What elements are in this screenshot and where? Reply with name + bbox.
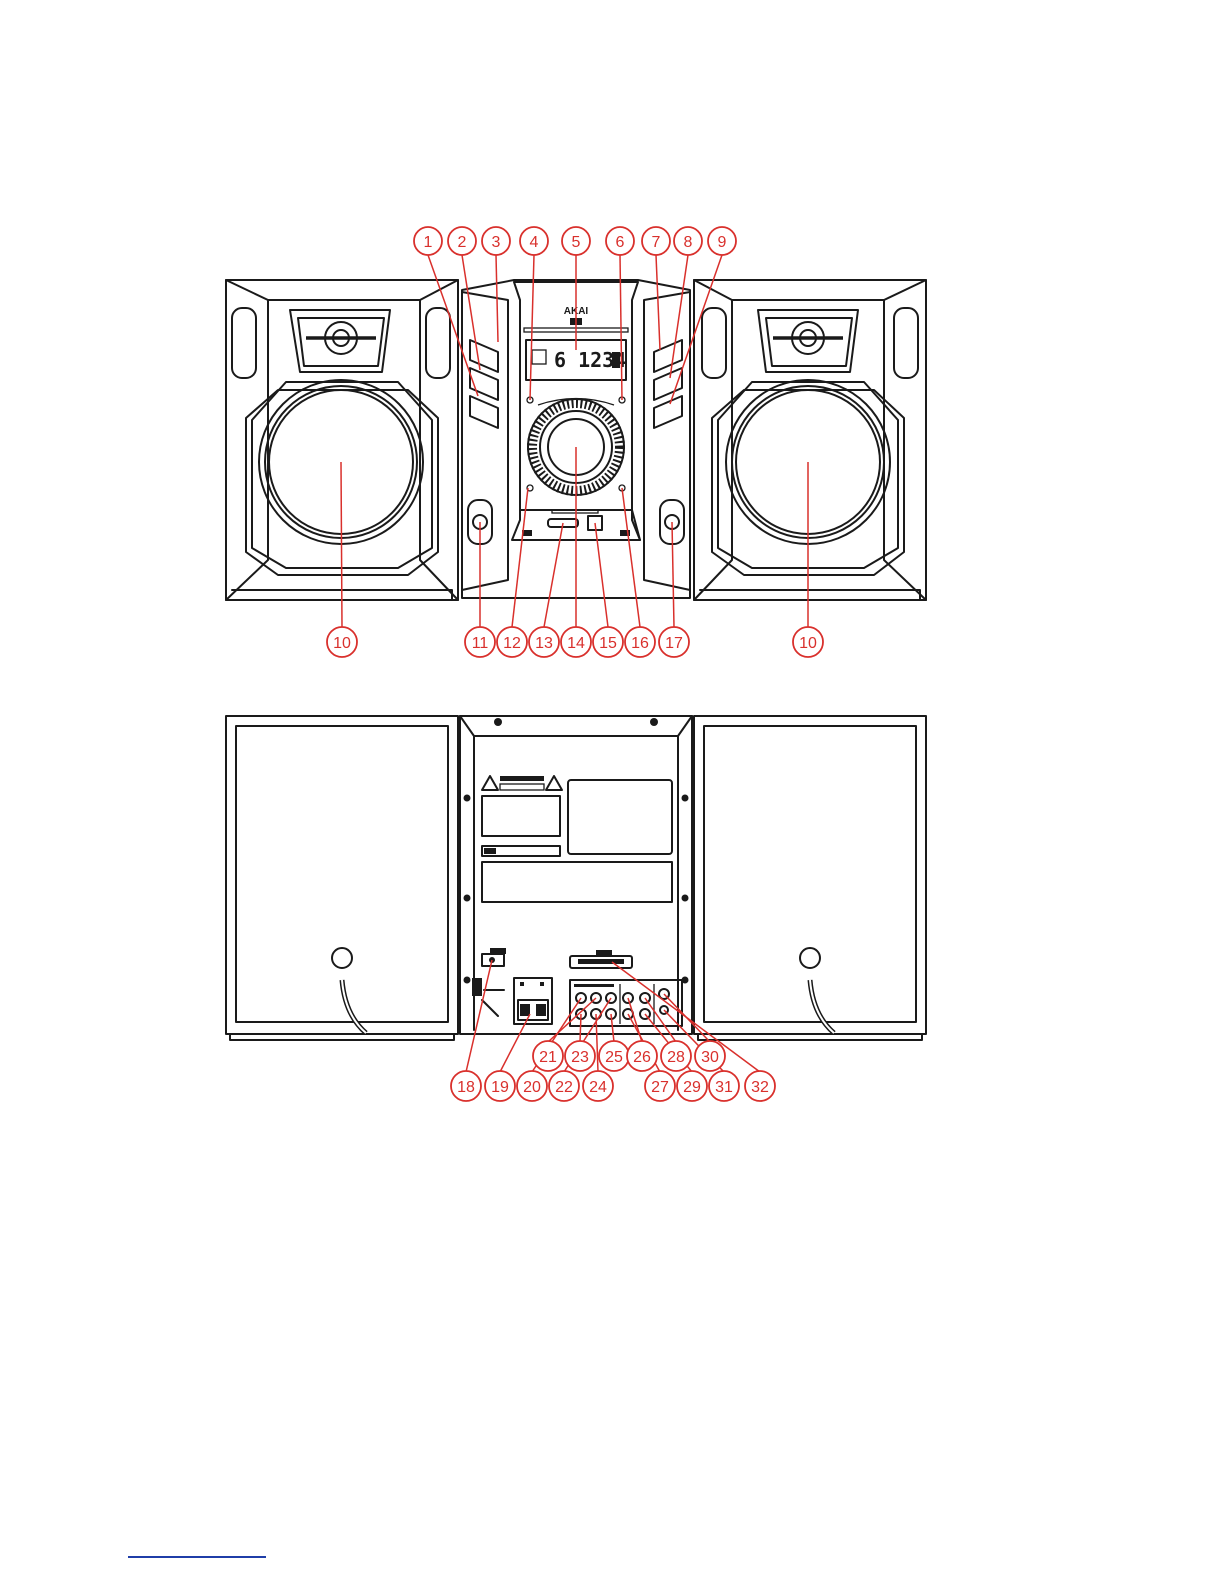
svg-text:22: 22 xyxy=(555,1079,573,1096)
svg-text:19: 19 xyxy=(491,1079,509,1096)
svg-text:10: 10 xyxy=(799,635,817,652)
svg-text:1: 1 xyxy=(424,234,433,251)
svg-text:3: 3 xyxy=(492,234,501,251)
left-speaker-terminal xyxy=(332,948,352,968)
svg-text:12: 12 xyxy=(503,635,521,652)
svg-text:11: 11 xyxy=(472,635,489,652)
svg-text:14: 14 xyxy=(567,635,585,652)
left-button-1[interactable] xyxy=(470,340,498,372)
svg-text:27: 27 xyxy=(651,1079,669,1096)
main-unit-rear xyxy=(460,716,692,1034)
callout-8: 8 xyxy=(674,227,702,255)
callout-28: 28 xyxy=(661,1041,691,1071)
svg-text:28: 28 xyxy=(667,1049,685,1066)
svg-text:29: 29 xyxy=(683,1079,701,1096)
callout-9: 9 xyxy=(708,227,736,255)
svg-text:31: 31 xyxy=(715,1079,733,1096)
callout-13: 13 xyxy=(529,627,559,657)
callout-16: 16 xyxy=(625,627,655,657)
callout-20: 20 xyxy=(517,1071,547,1101)
callout-10-right: 10 xyxy=(793,627,823,657)
svg-text:16: 16 xyxy=(631,635,649,652)
callout-14: 14 xyxy=(561,627,591,657)
callout-7: 7 xyxy=(642,227,670,255)
right-speaker-terminal xyxy=(800,948,820,968)
svg-text:32: 32 xyxy=(751,1079,769,1096)
callout-10-left: 10 xyxy=(327,627,357,657)
callout-22: 22 xyxy=(549,1071,579,1101)
svg-text:5: 5 xyxy=(572,234,581,251)
front-view: AKAI 6 1234 xyxy=(226,227,926,657)
right-speaker-rear xyxy=(694,716,926,1040)
callout-29: 29 xyxy=(677,1071,707,1101)
callout-26: 26 xyxy=(627,1041,657,1071)
right-button-1[interactable] xyxy=(654,340,682,372)
callout-31: 31 xyxy=(709,1071,739,1101)
callout-15: 15 xyxy=(593,627,623,657)
callout-6: 6 xyxy=(606,227,634,255)
callout-5: 5 xyxy=(562,227,590,255)
left-button-3[interactable] xyxy=(470,396,498,428)
svg-text:13: 13 xyxy=(535,635,553,652)
rear-label-1 xyxy=(482,796,560,836)
callout-27: 27 xyxy=(645,1071,675,1101)
right-button-3[interactable] xyxy=(654,396,682,428)
rear-label-2 xyxy=(568,780,672,854)
svg-text:10: 10 xyxy=(333,635,351,652)
callout-23: 23 xyxy=(565,1041,595,1071)
svg-text:17: 17 xyxy=(665,635,683,652)
callout-17: 17 xyxy=(659,627,689,657)
rear-label-3 xyxy=(482,862,672,902)
svg-text:4: 4 xyxy=(530,234,539,251)
callout-4: 4 xyxy=(520,227,548,255)
svg-text:23: 23 xyxy=(571,1049,589,1066)
svg-text:26: 26 xyxy=(633,1049,651,1066)
svg-text:18: 18 xyxy=(457,1079,475,1096)
svg-text:6: 6 xyxy=(616,234,625,251)
svg-text:7: 7 xyxy=(652,234,661,251)
callout-18: 18 xyxy=(451,1071,481,1101)
right-speaker-front xyxy=(694,280,926,600)
rear-callouts: 18 19 20 21 22 23 24 25 26 27 28 29 30 3… xyxy=(451,1041,775,1101)
callout-11: 11 xyxy=(465,627,495,657)
callout-3: 3 xyxy=(482,227,510,255)
svg-text:20: 20 xyxy=(523,1079,541,1096)
right-button-2[interactable] xyxy=(654,368,682,400)
left-speaker-rear xyxy=(226,716,458,1040)
rear-view: 18 19 20 21 22 23 24 25 26 27 28 29 30 3… xyxy=(226,716,926,1101)
callout-30: 30 xyxy=(695,1041,725,1071)
svg-text:2: 2 xyxy=(458,234,467,251)
svg-text:30: 30 xyxy=(701,1049,719,1066)
svg-text:9: 9 xyxy=(718,234,727,251)
callout-24: 24 xyxy=(583,1071,613,1101)
callout-2: 2 xyxy=(448,227,476,255)
svg-text:15: 15 xyxy=(599,635,617,652)
svg-text:25: 25 xyxy=(605,1049,623,1066)
callout-32: 32 xyxy=(745,1071,775,1101)
callout-12: 12 xyxy=(497,627,527,657)
footnote-rule xyxy=(128,1556,266,1558)
callout-25: 25 xyxy=(599,1041,629,1071)
svg-text:21: 21 xyxy=(539,1049,557,1066)
svg-text:8: 8 xyxy=(684,234,693,251)
callout-21: 21 xyxy=(533,1041,563,1071)
svg-text:24: 24 xyxy=(589,1079,607,1096)
callout-1: 1 xyxy=(414,227,442,255)
callout-19: 19 xyxy=(485,1071,515,1101)
